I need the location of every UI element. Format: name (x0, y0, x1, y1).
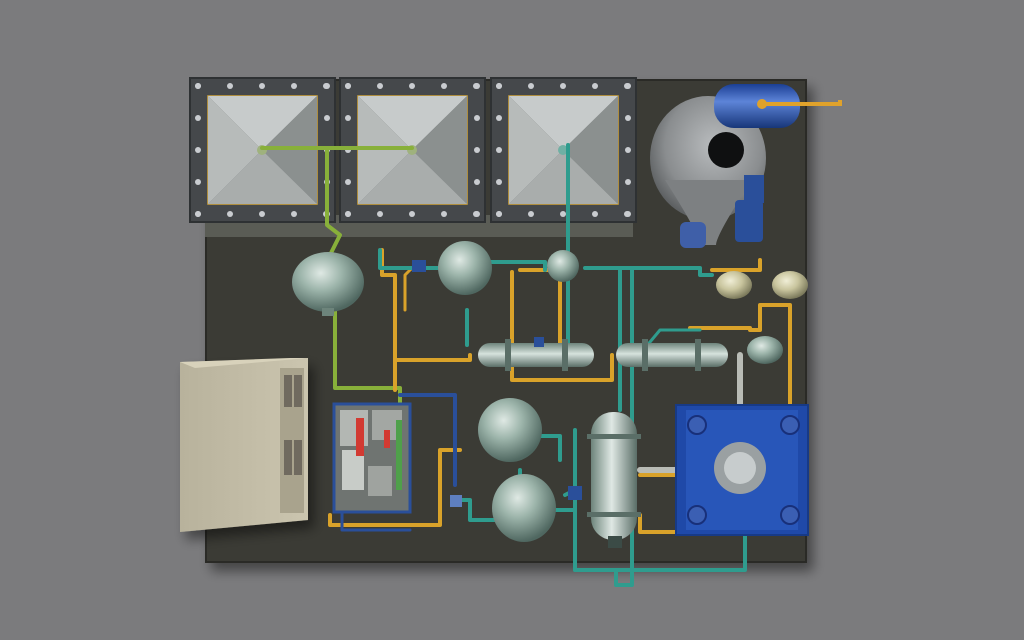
bolt (592, 83, 598, 89)
bolt (441, 83, 447, 89)
bolt (377, 211, 383, 217)
bolt (592, 211, 598, 217)
bolt (227, 211, 233, 217)
bolt (195, 179, 201, 185)
bolt (441, 211, 447, 217)
bolt (195, 115, 201, 121)
bolt (474, 147, 480, 153)
bolt (496, 115, 502, 121)
bolt (259, 83, 265, 89)
electrical-cabinet (180, 358, 308, 532)
bolt (625, 179, 631, 185)
bolt (324, 115, 330, 121)
bolt (259, 211, 265, 217)
blue-process-tank (675, 404, 809, 536)
pump-skid (332, 402, 412, 514)
bolt (528, 83, 534, 89)
bolt (496, 83, 502, 89)
bolt (227, 83, 233, 89)
bolt (473, 83, 479, 89)
spherical-vessel (292, 241, 808, 542)
bolt (409, 211, 415, 217)
bolt (291, 83, 297, 89)
pipework (260, 143, 792, 587)
vertical-column (587, 412, 641, 548)
bolt (560, 211, 566, 217)
bolt (377, 83, 383, 89)
blue-receiver-tank (714, 84, 842, 128)
bolt (195, 147, 201, 153)
bolt (474, 211, 480, 217)
bolt (345, 83, 351, 89)
bolt (474, 115, 480, 121)
bolt (195, 211, 201, 217)
horizontal-heat-exchanger (478, 339, 728, 371)
hopper (189, 77, 637, 223)
bolt (625, 147, 631, 153)
bolt (323, 83, 329, 89)
bolt (625, 211, 631, 217)
bolt (496, 147, 502, 153)
bolt (291, 211, 297, 217)
bolt (560, 83, 566, 89)
bolt (496, 211, 502, 217)
bolt (345, 211, 351, 217)
bolt (345, 179, 351, 185)
bolt (345, 115, 351, 121)
bolt (409, 83, 415, 89)
bolt (474, 179, 480, 185)
bolt (195, 83, 201, 89)
bolt (528, 211, 534, 217)
bolt (496, 179, 502, 185)
bolt (624, 83, 630, 89)
valve (412, 260, 582, 507)
bolt (625, 115, 631, 121)
